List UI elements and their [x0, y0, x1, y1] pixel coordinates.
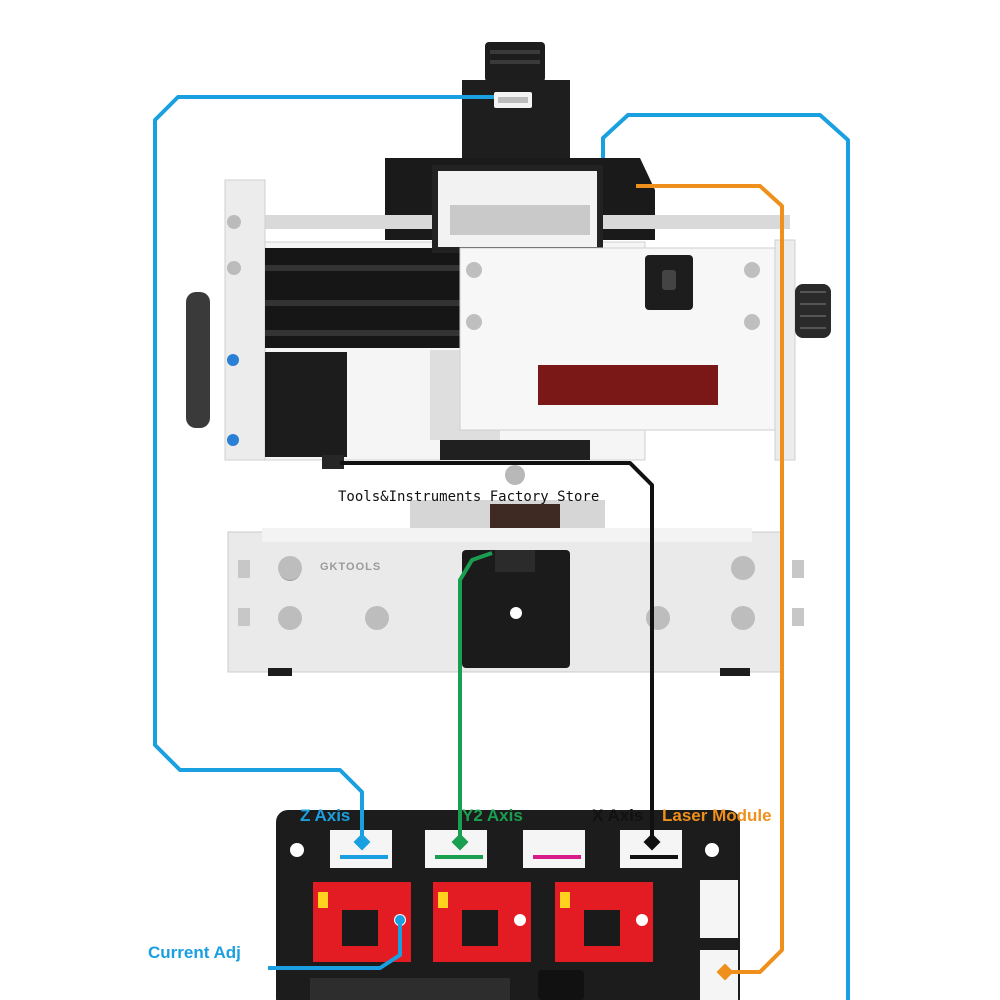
label-laser-module: Laser Module	[662, 806, 772, 825]
driver-chip-icon	[462, 910, 498, 946]
driver-chip-icon	[584, 910, 620, 946]
wires	[153, 95, 850, 1000]
wire-right-blue	[601, 113, 850, 1000]
driver-board-z	[313, 882, 411, 962]
label-x-axis: X Axis	[592, 806, 644, 825]
right-side-plate	[774, 239, 796, 461]
label-z-axis: Z Axis	[300, 806, 351, 825]
mini-driver-boards	[538, 365, 718, 405]
spindle-mount	[440, 440, 590, 460]
potentiometer-icon	[514, 914, 526, 926]
knob-icon	[795, 284, 831, 338]
driver-chip-icon	[342, 910, 378, 946]
x-stepper-motor	[265, 352, 347, 469]
driver-board-y2	[433, 882, 531, 962]
label-y2-axis: Y2 Axis	[462, 806, 523, 825]
control-board	[276, 810, 740, 1000]
spindle-collet	[505, 465, 525, 485]
laser-port	[700, 950, 738, 1000]
wire-endpoints	[353, 833, 734, 981]
spare-axis-port	[523, 830, 585, 868]
potentiometer-icon	[636, 914, 648, 926]
left-belt-pulley	[186, 292, 210, 428]
side-connector-1	[700, 880, 738, 938]
watermark-text: Tools&Instruments Factory Store	[338, 489, 600, 505]
wire-x-axis	[340, 461, 654, 842]
driver-board-x	[555, 882, 653, 962]
wire-laser-module	[636, 184, 784, 974]
brand-text: GKTOOLS	[320, 561, 382, 573]
y-stepper-motor	[462, 550, 570, 668]
z-stepper-motor	[462, 42, 570, 160]
label-current-adj: Current Adj	[148, 943, 241, 962]
wire-z-axis	[153, 95, 494, 842]
y2-axis-port	[425, 830, 487, 868]
cnc-machine	[186, 42, 831, 676]
wire-current-adj	[268, 920, 402, 970]
wire-y2-axis	[458, 551, 493, 842]
